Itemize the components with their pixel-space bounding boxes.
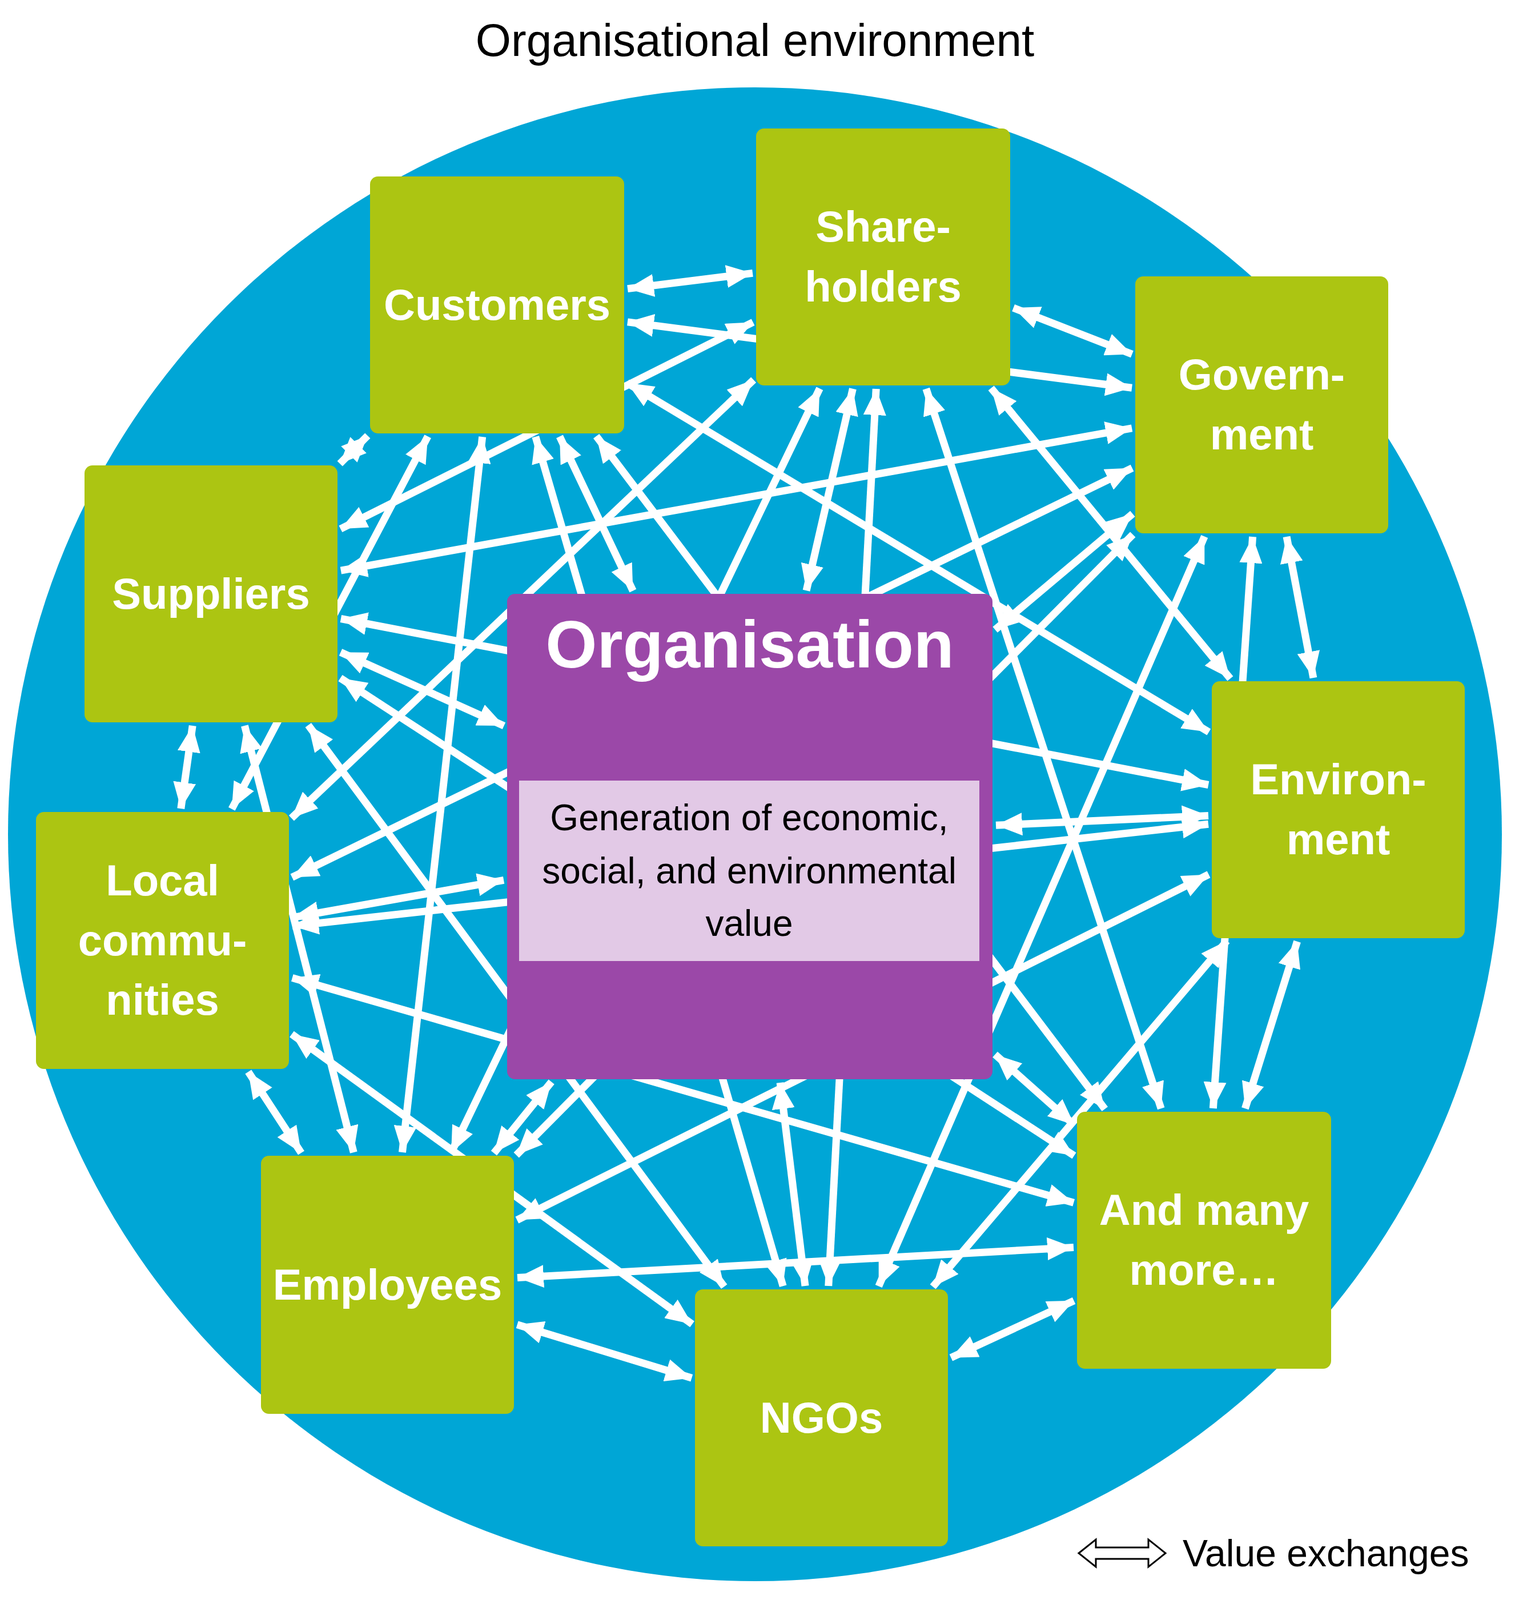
organisation-box: OrganisationGeneration of economic, soci… (507, 593, 993, 1080)
stakeholder-box: Suppliers (84, 465, 338, 723)
stakeholder-label: Suppliers (111, 564, 310, 625)
stakeholder-label: Local commu- nities (38, 850, 287, 1031)
environment-circle: Organisational environmentCustomersShare… (7, 87, 1502, 1582)
organisation-label: Organisation (507, 606, 993, 683)
stakeholder-box: NGOs (694, 1289, 948, 1547)
stakeholder-label: Govern- ment (1137, 344, 1386, 465)
stakeholder-label: Environ- ment (1214, 749, 1463, 870)
stakeholder-box: Employees (260, 1155, 514, 1414)
stakeholder-box: Govern- ment (1135, 276, 1389, 534)
stakeholder-label: Share- holders (758, 197, 1008, 317)
value-generation-box: Generation of economic, social, and envi… (519, 780, 980, 962)
stakeholder-box: Environ- ment (1211, 681, 1465, 939)
stakeholder-box: Share- holders (756, 128, 1011, 386)
legend: Value exchanges (1076, 1527, 1469, 1579)
value-label: Generation of economic, social, and envi… (529, 791, 970, 951)
stakeholder-box: Local commu- nities (35, 812, 289, 1070)
stakeholder-label: And many more… (1079, 1180, 1329, 1301)
double-arrow-sample (1076, 1536, 1168, 1571)
stakeholder-box: Customers (370, 176, 625, 434)
legend-label: Value exchanges (1182, 1531, 1469, 1575)
stakeholder-label: NGOs (760, 1388, 883, 1449)
diagram-heading: Organisational environment (7, 14, 1502, 67)
stakeholder-label: Employees (272, 1255, 502, 1316)
stakeholder-label: Customers (383, 275, 611, 336)
stakeholder-box: And many more… (1077, 1111, 1332, 1369)
